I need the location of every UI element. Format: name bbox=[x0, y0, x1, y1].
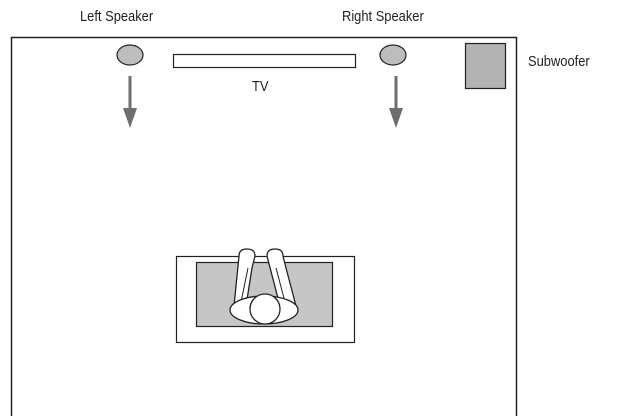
subwoofer-label: Subwoofer bbox=[528, 53, 590, 70]
listener-icon bbox=[229, 248, 299, 325]
left-speaker-arrow-icon bbox=[123, 76, 137, 128]
listener-seat bbox=[175, 248, 356, 344]
right-speaker-label: Right Speaker bbox=[342, 8, 424, 25]
left-speaker-icon bbox=[116, 44, 144, 66]
tv-label: TV bbox=[252, 77, 269, 94]
right-speaker-icon bbox=[379, 44, 407, 66]
left-speaker-label: Left Speaker bbox=[80, 8, 154, 25]
subwoofer-icon bbox=[464, 42, 507, 90]
right-speaker-arrow-icon bbox=[389, 76, 403, 128]
tv-screen bbox=[172, 53, 357, 69]
room-outline bbox=[10, 36, 518, 416]
